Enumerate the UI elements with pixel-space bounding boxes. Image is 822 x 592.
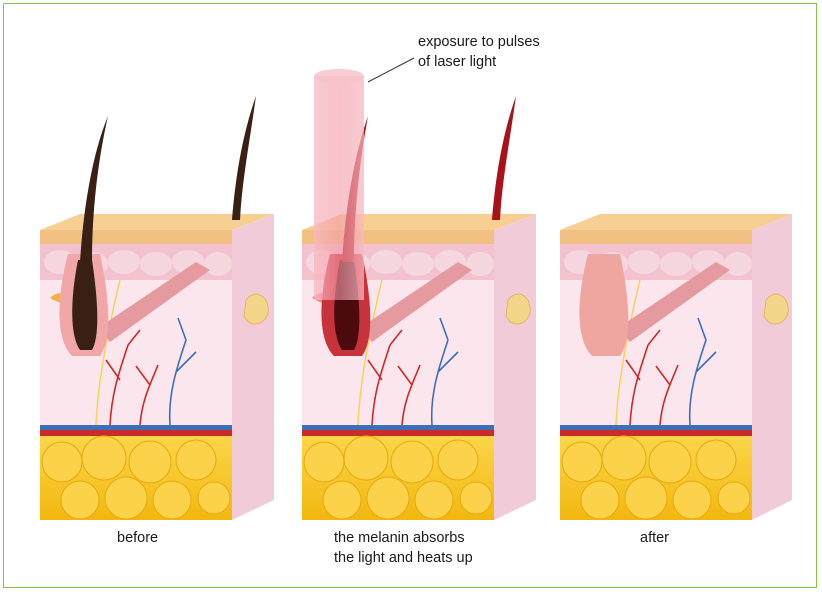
fat-cells [42, 436, 230, 519]
fat-cells [562, 436, 750, 519]
panel-before [40, 96, 274, 520]
vein-band [560, 425, 752, 430]
hair-shaft-heated [492, 96, 516, 220]
panel-after [560, 214, 792, 520]
skin-block-side [752, 214, 792, 520]
vein-band [40, 425, 232, 430]
sweat-gland [506, 294, 530, 324]
sweat-gland [764, 294, 788, 324]
fat-cells [304, 436, 492, 519]
epidermis-layer [560, 230, 752, 244]
sweat-gland [244, 294, 268, 324]
skin-block-top [560, 214, 792, 230]
panel-during [302, 58, 536, 520]
laser-beam [314, 69, 364, 300]
artery-band [302, 430, 494, 436]
artery-band [40, 430, 232, 436]
skin-block-side [232, 214, 274, 520]
caption-line: the light and heats up [334, 548, 473, 568]
callout-leader-line [368, 58, 414, 82]
epidermis-layer [40, 230, 232, 244]
empty-hair-follicle [579, 254, 628, 356]
callout-line: exposure to pulses [418, 32, 540, 52]
callout-text: exposure to pulses of laser light [418, 32, 540, 72]
caption-during: the melanin absorbs the light and heats … [334, 528, 473, 568]
caption-line: after [640, 528, 669, 548]
caption-line: before [117, 528, 158, 548]
skin-block-side [494, 214, 536, 520]
caption-line: the melanin absorbs [334, 528, 473, 548]
caption-after: after [640, 528, 669, 548]
artery-band [560, 430, 752, 436]
hair-bulb [72, 260, 97, 350]
callout-line: of laser light [418, 52, 540, 72]
hair-shaft [232, 96, 256, 220]
caption-before: before [117, 528, 158, 548]
vein-band [302, 425, 494, 430]
